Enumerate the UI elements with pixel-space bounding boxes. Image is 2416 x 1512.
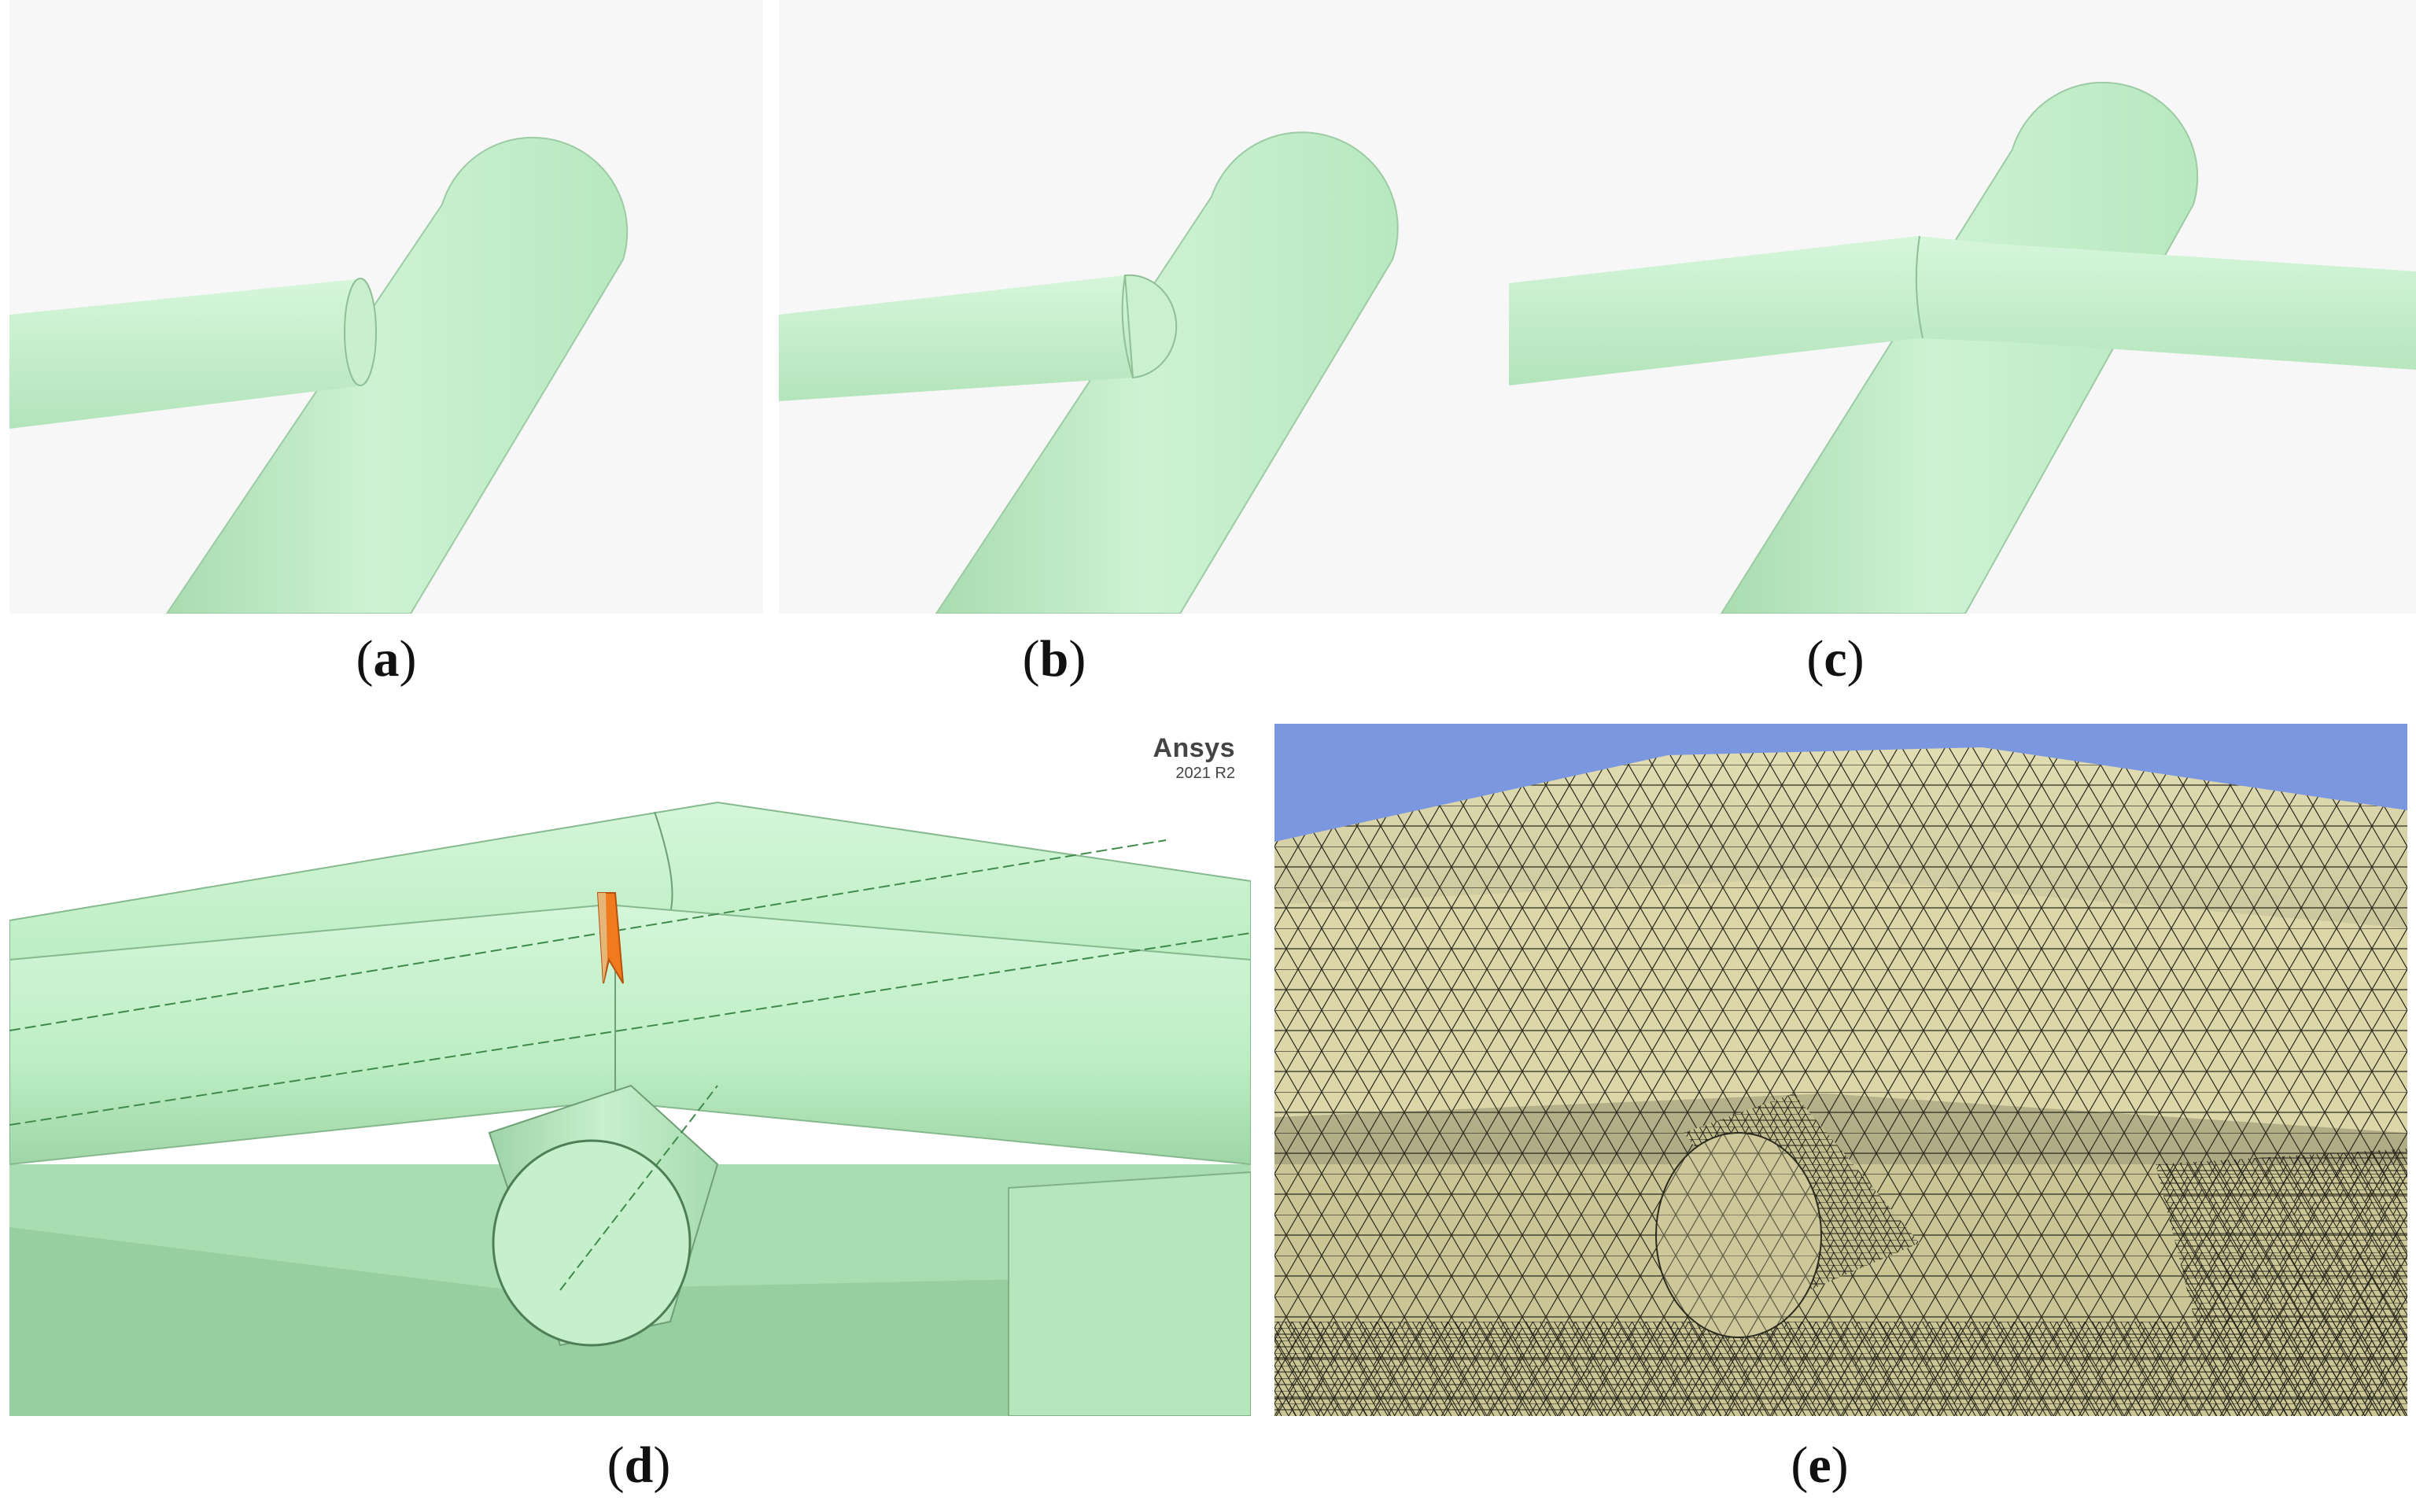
panel-c-render [1509,0,2416,614]
strut-end-face [492,1139,692,1347]
panel-d-graphic [9,724,1251,1416]
diagonal-strut [165,136,629,614]
joined-horizontal-strut [1509,236,2416,385]
panel-e-render [1274,724,2407,1416]
panel-e-graphic [1274,724,2407,1416]
panel-d-render: Ansys 2021 R2 [9,724,1251,1416]
panel-c-graphic [1509,0,2416,614]
horizontal-strut [779,275,1133,401]
mesh-middle-strut [1274,877,2407,1133]
joint-seam [1915,235,1924,339]
caption-d: (d) [607,1436,671,1494]
strut-rounded-end [1123,274,1178,379]
caption-b: (b) [1022,630,1086,688]
horizontal-strut [9,279,363,429]
panel-a-graphic [9,0,763,614]
mesh-bottom-fine [1274,1322,2407,1416]
ansys-logo-version: 2021 R2 [1175,765,1235,782]
panel-b-graphic [779,0,1509,614]
strut-end-cap [344,278,377,386]
panel-a-render [9,0,763,614]
caption-e: (e) [1791,1436,1849,1494]
ansys-logo: Ansys 2021 R2 [1153,735,1235,783]
caption-c: (c) [1806,630,1865,688]
panel-b-render [779,0,1509,614]
diagonal-strut [1720,81,2199,614]
caption-a: (a) [356,630,417,688]
diagonal-strut [935,131,1399,614]
ansys-logo-name: Ansys [1153,733,1235,763]
